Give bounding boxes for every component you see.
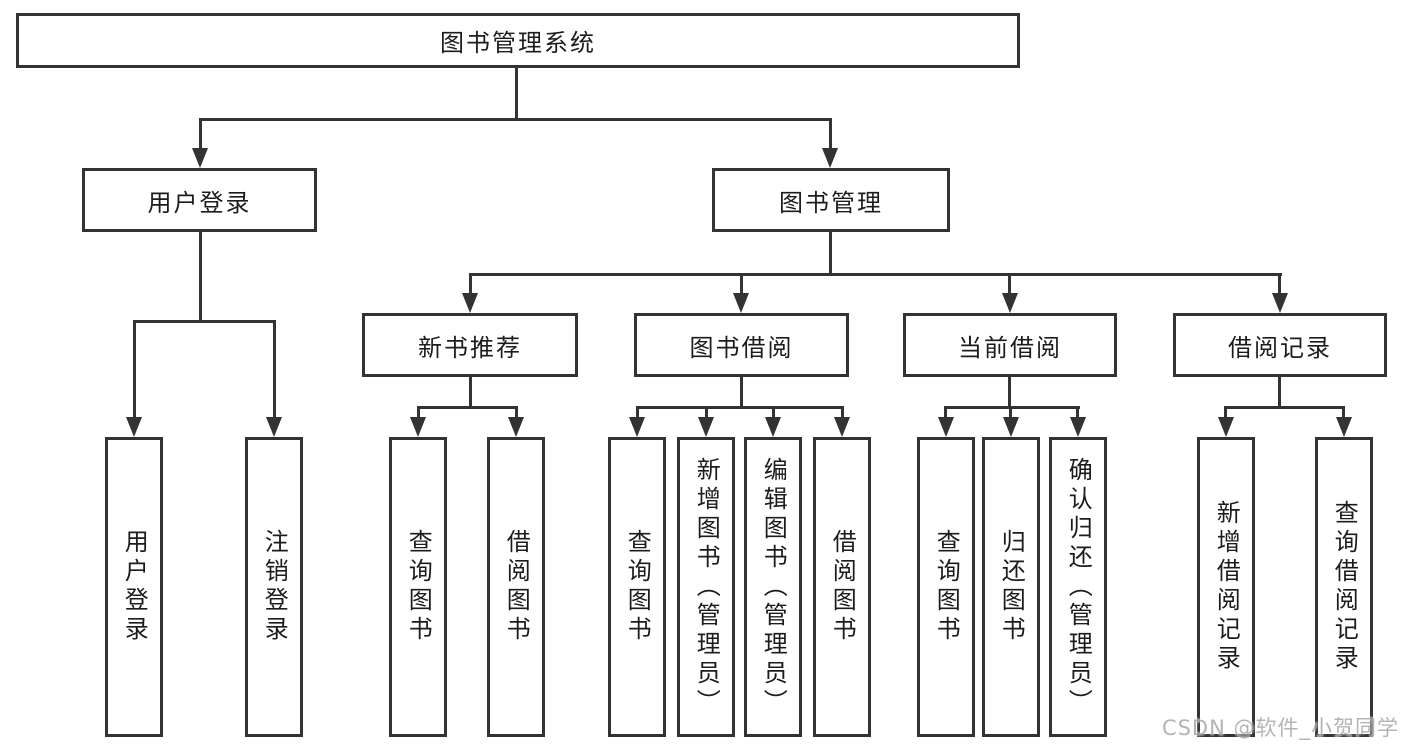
node-book-borrowing: 图书借阅 <box>634 313 849 377</box>
connector-nbr-split <box>417 406 518 409</box>
connector-user-login-arrow-stem <box>199 118 202 150</box>
connector-book-management-arrow-stem <box>829 118 832 150</box>
node-borrowing-records-label: 借阅记录 <box>1228 333 1332 362</box>
connector-bb-add-stem <box>705 406 708 419</box>
arrowhead-cb-return <box>1003 417 1019 437</box>
connector-book-management-stub <box>829 232 832 276</box>
connector-root-stub <box>515 68 518 121</box>
csdn-watermark: CSDN @软件_小贺同学 <box>1161 716 1399 740</box>
connector-leaf-login-stem <box>133 320 136 419</box>
node-book-borrowing-label: 图书借阅 <box>689 333 794 362</box>
node-current-borrowing: 当前借阅 <box>903 313 1117 377</box>
connector-bb-borrow-stem <box>841 406 844 419</box>
connector-br-split <box>1224 406 1345 409</box>
node-user-login: 用户登录 <box>82 168 317 232</box>
connector-nbr-borrow-stem <box>515 406 518 419</box>
connector-br-query-stem <box>1342 406 1345 419</box>
arrowhead-new-book-rec <box>462 293 478 313</box>
arrowhead-nbr-borrow <box>508 417 524 437</box>
leaf-br-query-record-label: 查询借阅记录 <box>1330 500 1359 674</box>
leaf-user-login-label: 用户登录 <box>120 529 149 645</box>
leaf-cb-return-books-label: 归还图书 <box>997 529 1026 645</box>
connector-bb-query-stem <box>636 406 639 419</box>
arrowhead-br-add <box>1218 417 1234 437</box>
arrowhead-br-query <box>1336 417 1352 437</box>
arrowhead-bb-add <box>698 417 714 437</box>
leaf-logout-login-label: 注销登录 <box>260 529 289 645</box>
leaf-bb-query-books-label: 查询图书 <box>623 529 652 645</box>
arrowhead-bb-query <box>629 417 645 437</box>
node-new-book-recommend-label: 新书推荐 <box>418 333 522 362</box>
arrowhead-book-borrowing <box>733 293 749 313</box>
leaf-nbr-query-books-label: 查询图书 <box>404 529 433 645</box>
arrowhead-cb-confirm <box>1070 417 1086 437</box>
connector-cb-split <box>944 406 1080 409</box>
connector-user-login-stub <box>199 232 202 323</box>
node-current-borrowing-label: 当前借阅 <box>958 333 1062 362</box>
arrowhead-cb-query <box>938 417 954 437</box>
leaf-nbr-borrow-books: 借阅图书 <box>487 437 545 737</box>
connector-level3-split <box>469 273 1282 276</box>
connector-bb-split <box>636 406 844 409</box>
leaf-br-add-record: 新增借阅记录 <box>1197 437 1255 737</box>
connector-current-borrowing-stem <box>1008 273 1011 295</box>
leaf-nbr-borrow-books-label: 借阅图书 <box>502 529 531 645</box>
connector-br-stub <box>1278 377 1281 409</box>
leaf-cb-confirm-return-admin-label: 确认归还（管理员） <box>1064 456 1093 718</box>
leaf-bb-borrow-books: 借阅图书 <box>813 437 871 737</box>
connector-bb-edit-stem <box>772 406 775 419</box>
arrowhead-leaf-logout <box>266 417 282 437</box>
arrowhead-bb-borrow <box>834 417 850 437</box>
leaf-bb-add-books-admin: 新增图书（管理员） <box>677 437 735 737</box>
connector-new-book-rec-stem <box>469 273 472 295</box>
leaf-bb-add-books-admin-label: 新增图书（管理员） <box>692 456 721 718</box>
leaf-bb-borrow-books-label: 借阅图书 <box>828 529 857 645</box>
leaf-bb-query-books: 查询图书 <box>608 437 666 737</box>
arrowhead-current-borrowing <box>1002 293 1018 313</box>
connector-nbr-query-stem <box>417 406 420 419</box>
leaf-cb-query-books: 查询图书 <box>917 437 975 737</box>
connector-nbr-stub <box>469 377 472 409</box>
arrowhead-nbr-query <box>410 417 426 437</box>
connector-cb-return-stem <box>1009 406 1012 419</box>
leaf-br-add-record-label: 新增借阅记录 <box>1212 500 1241 674</box>
connector-book-borrowing-stem <box>740 273 743 295</box>
connector-borrowing-records-stem <box>1278 273 1281 295</box>
node-book-management-label: 图书管理 <box>779 188 883 217</box>
connector-leaf-logout-stem <box>273 320 276 419</box>
connector-cb-stub <box>1008 377 1011 409</box>
arrowhead-borrowing-records <box>1272 293 1288 313</box>
arrowhead-book-management <box>822 148 838 168</box>
leaf-logout-login: 注销登录 <box>245 437 303 737</box>
arrowhead-leaf-login <box>126 417 142 437</box>
arrowhead-user-login <box>192 148 208 168</box>
leaf-cb-query-books-label: 查询图书 <box>932 529 961 645</box>
leaf-bb-edit-books-admin: 编辑图书（管理员） <box>744 437 802 737</box>
connector-cb-confirm-stem <box>1076 406 1079 419</box>
arrowhead-bb-edit <box>765 417 781 437</box>
node-library-management-system-label: 图书管理系统 <box>440 29 596 57</box>
node-user-login-label: 用户登录 <box>147 188 252 217</box>
node-book-management: 图书管理 <box>712 168 950 232</box>
connector-cb-query-stem <box>944 406 947 419</box>
leaf-nbr-query-books: 查询图书 <box>389 437 447 737</box>
node-borrowing-records: 借阅记录 <box>1173 313 1387 377</box>
node-library-management-system: 图书管理系统 <box>16 13 1020 68</box>
connector-user-login-split <box>133 320 276 323</box>
leaf-br-query-record: 查询借阅记录 <box>1315 437 1373 737</box>
leaf-bb-edit-books-admin-label: 编辑图书（管理员） <box>759 456 788 718</box>
node-new-book-recommend: 新书推荐 <box>362 313 578 377</box>
connector-br-add-stem <box>1224 406 1227 419</box>
connector-bb-stub <box>740 377 743 409</box>
leaf-cb-return-books: 归还图书 <box>982 437 1040 737</box>
connector-level2-split <box>199 118 832 121</box>
leaf-user-login: 用户登录 <box>105 437 163 737</box>
leaf-cb-confirm-return-admin: 确认归还（管理员） <box>1049 437 1107 737</box>
